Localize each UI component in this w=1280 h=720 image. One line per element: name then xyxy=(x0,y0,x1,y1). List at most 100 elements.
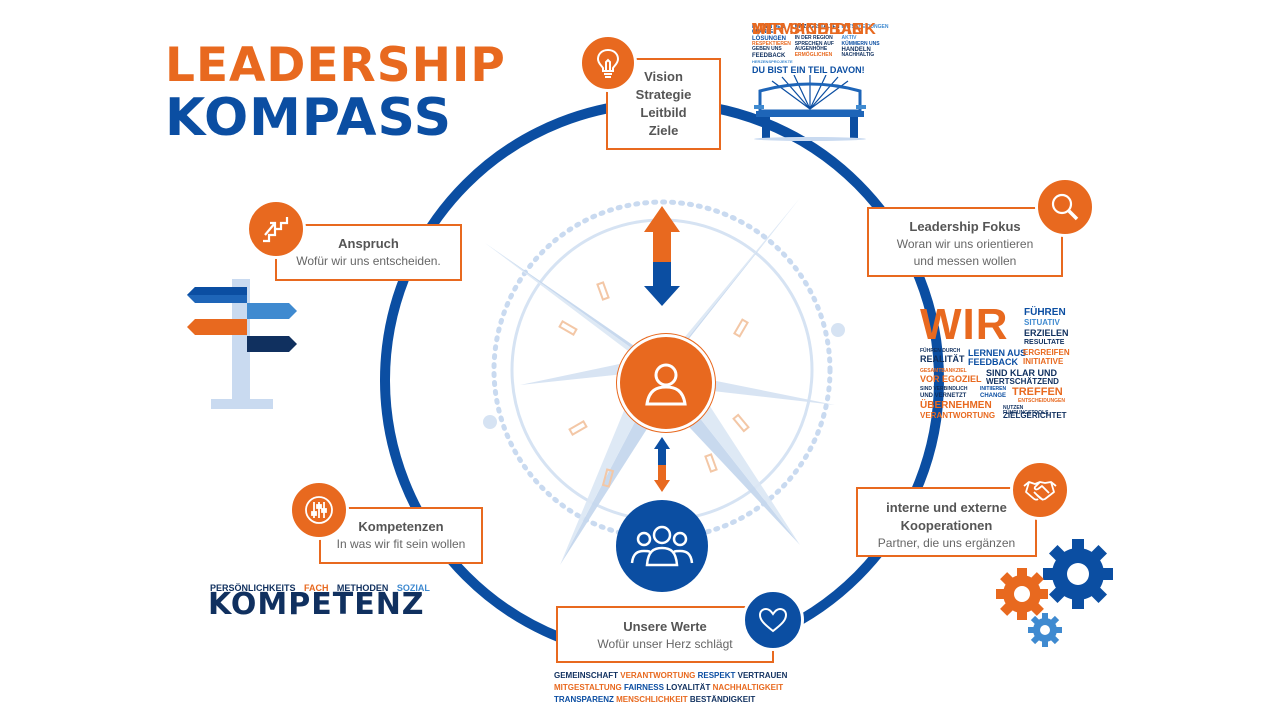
mitmachbank-cell: FEEDBACK xyxy=(752,53,786,60)
kompetenz-tag: FACH xyxy=(303,583,329,593)
kompetenz-tag: METHODEN xyxy=(336,583,389,593)
double-arrow-lower xyxy=(654,437,670,492)
kompetenz-tag: PERSÖNLICHKEITS xyxy=(210,583,296,593)
kompetenz-word: KOMPETENZ xyxy=(208,587,425,622)
wir-word: ERGREIFEN xyxy=(1023,348,1070,357)
mitmachbank-cell: RESPEKTIEREN xyxy=(752,40,791,47)
fokus-subtitle-1: Woran wir uns orientieren xyxy=(896,237,1034,251)
anspruch-box: Anspruch Wofür wir uns entscheiden. xyxy=(275,224,462,281)
title-leadership: LEADERSHIP xyxy=(165,38,506,93)
mitmachbank-cell: HERZENSPROJEKTE xyxy=(752,58,793,64)
wir-word: NUTZEN FÜHRUNGSTOOLS xyxy=(1003,405,1049,417)
wir-word: FÜHREN DURCH xyxy=(920,348,961,354)
mitmachbank-cell: GEBEN UNS xyxy=(752,46,782,53)
wir-word: INITIIEREN xyxy=(980,386,1007,392)
sliders-icon xyxy=(289,480,349,540)
mitmachbank-cell: NACHHALTIG xyxy=(841,52,875,59)
group-icon xyxy=(616,500,708,592)
wir-word: TREFFEN xyxy=(1012,386,1063,398)
fokus-title: Leadership Fokus xyxy=(909,219,1021,234)
fokus-subtitle-2: und messen wollen xyxy=(913,254,1017,268)
werte-word: VERANTWORTUNG xyxy=(620,671,696,680)
werte-subtitle: Wofür unser Herz schlägt xyxy=(597,637,733,651)
mitmachbank-cell: ERMÖGLICHEN xyxy=(794,52,833,59)
werte-word-cloud: GEMEINSCHAFT VERANTWORTUNG RESPEKT VERTR… xyxy=(554,670,787,706)
wir-big: WIR xyxy=(920,300,1009,349)
werte-word: LOYALITÄT xyxy=(666,683,711,692)
anspruch-title: Anspruch xyxy=(338,236,399,251)
bench-icon xyxy=(754,75,866,142)
wir-word: INITIATIVE xyxy=(1023,357,1064,366)
kooperation-box: interne und externe Kooperationen Partne… xyxy=(856,487,1037,557)
mitmachbank-footer: DU BIST EIN TEIL DAVON! xyxy=(752,64,865,75)
kompetenz-tag: SOZIAL xyxy=(396,583,430,593)
ziele-line: Ziele xyxy=(648,123,679,138)
werte-title: Unsere Werte xyxy=(623,619,707,634)
mitmachbank-grid: NUTZEN DER CHANCE MITZUGESTALTEN ENTSCHE… xyxy=(752,24,888,64)
wir-word: REALITÄT xyxy=(920,354,965,364)
mitmachbank-cell: SPRECHEN AUF xyxy=(794,40,834,47)
kooperation-title-1: interne und externe xyxy=(886,500,1007,515)
werte-word: BESTÄNDIGKEIT xyxy=(689,695,756,704)
vision-line: Vision xyxy=(644,69,683,84)
signpost-icon xyxy=(187,279,297,409)
mitmachbank-cell: NUTZEN DER CHANCE xyxy=(752,24,785,36)
leitbild-line: Leitbild xyxy=(640,105,687,120)
wir-word: SIND VERBINDLICH xyxy=(920,386,968,392)
wir-word: RESULTATE xyxy=(1024,339,1065,346)
leadership-fokus-box: Leadership Fokus Woran wir uns orientier… xyxy=(867,207,1063,277)
wir-word: SIND KLAR UND xyxy=(986,368,1057,378)
handshake-icon xyxy=(1010,460,1070,520)
wir-word: WERTSCHÄTZEND xyxy=(986,377,1059,386)
wir-word: ERZIELEN xyxy=(1024,328,1069,338)
wir-word: CHANGE xyxy=(980,393,1007,399)
werte-word: NACHHALTIGKEIT xyxy=(712,683,784,692)
werte-word: TRANSPARENZ xyxy=(554,695,614,704)
mitmachbank-cell: IN DER REGION xyxy=(794,34,833,41)
wir-word: LERNEN AUS xyxy=(968,348,1027,358)
mitmachbank-cell: AUGENHÖHE xyxy=(794,46,828,53)
kompetenzen-title: Kompetenzen xyxy=(358,519,444,534)
wir-word: UND VERNETZT xyxy=(920,393,967,399)
werte-box: Unsere Werte Wofür unser Herz schlägt xyxy=(556,606,774,663)
wir-word: EGOZIEL xyxy=(942,374,982,384)
lightbulb-icon xyxy=(579,34,637,92)
wir-word: FÜHREN xyxy=(1024,307,1066,318)
kooperation-title-2: Kooperationen xyxy=(900,518,993,533)
wir-word: VOR xyxy=(920,374,940,384)
wir-word-cloud: WIR FÜHREN SITUATIV ERZIELEN RESULTATE F… xyxy=(920,300,1070,425)
werte-word: RESPEKT xyxy=(697,671,736,680)
werte-word: MITGESTALTUNG xyxy=(554,683,622,692)
wir-word: VERANTWORTUNG xyxy=(920,411,996,420)
werte-word: FAIRNESS xyxy=(623,683,664,692)
kompetenz-tags: PERSÖNLICHKEITS FACH METHODEN SOZIAL xyxy=(210,578,430,596)
mitmachbank-title-2: MITMACHBANK xyxy=(752,21,876,38)
strategie-line: Strategie xyxy=(635,87,692,102)
double-arrow-upper xyxy=(644,206,680,306)
mitmachbank-cell: AKTIV xyxy=(841,34,857,41)
kompetenzen-subtitle: In was wir fit sein wollen xyxy=(336,537,466,551)
gears-icon xyxy=(996,539,1113,647)
wir-word: ENTSCHEIDUNGEN xyxy=(1018,398,1065,404)
mitmachbank-poster: WIR SIND DIE MITMACHBANK NUTZEN DER CHAN… xyxy=(752,21,888,146)
person-icon xyxy=(617,334,715,432)
mitmachbank-cell: MITZUGESTALTEN xyxy=(794,24,840,30)
kooperation-subtitle: Partner, die uns ergänzen xyxy=(877,536,1016,550)
title-kompass: KOMPASS xyxy=(165,88,453,148)
wir-word: SITUATIV xyxy=(1024,318,1060,327)
stairs-icon xyxy=(246,199,306,259)
wir-word: FEEDBACK xyxy=(968,357,1019,367)
anspruch-subtitle: Wofür wir uns entscheiden. xyxy=(296,254,441,268)
mitmachbank-cell: ENTSCHEIDUNGEN xyxy=(841,24,889,30)
mitmachbank-cell: KÜMMERN UNS xyxy=(841,40,880,47)
wir-word: ÜBERNEHMEN xyxy=(920,400,992,411)
mitmachbank-cell: LÖSUNGEN xyxy=(752,35,787,42)
wir-word: ZIELGERICHTET xyxy=(1003,411,1067,420)
werte-word: GEMEINSCHAFT xyxy=(554,671,618,680)
wir-word: GESAMTBANKZIEL xyxy=(920,368,967,374)
mitmachbank-title-1: WIR SIND DIE xyxy=(752,21,863,38)
werte-word: MENSCHLICHKEIT xyxy=(616,695,688,704)
mitmachbank-cell: HANDELN xyxy=(841,47,871,54)
werte-word: VERTRAUEN xyxy=(737,671,788,680)
